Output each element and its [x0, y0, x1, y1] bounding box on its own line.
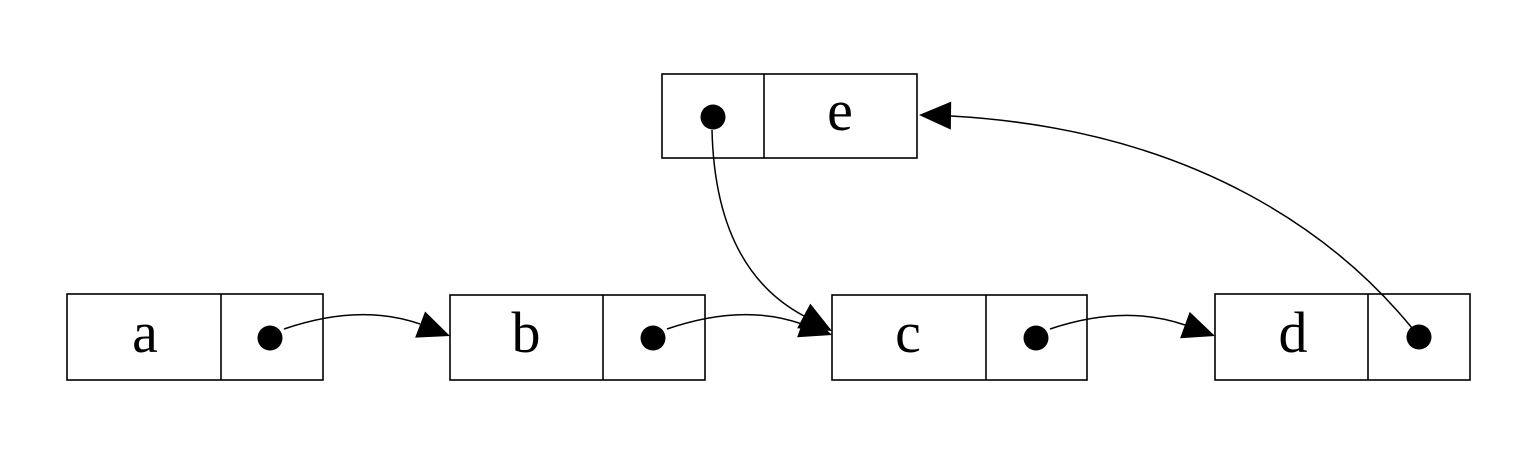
edge-d-to-e — [919, 101, 1413, 329]
node-e-box — [661, 73, 918, 159]
node-a-label: a — [132, 300, 158, 365]
node-c: c — [831, 294, 1088, 381]
edge-b-to-c-path — [666, 313, 803, 330]
node-d-label: d — [1279, 300, 1308, 365]
node-a: a — [66, 293, 324, 381]
node-c-pointer-dot — [1023, 325, 1049, 351]
node-a-box — [66, 293, 324, 381]
edge-d-to-e-path — [950, 115, 1413, 329]
node-d-pointer-dot — [1406, 324, 1432, 350]
edge-a-to-b-path — [283, 313, 421, 330]
edge-c-to-d — [1049, 311, 1215, 339]
node-b-pointer-dot — [640, 325, 666, 351]
edge-e-to-c — [711, 129, 832, 331]
node-e-label: e — [827, 78, 853, 143]
node-b-box — [449, 294, 706, 381]
node-e-pointer-dot — [700, 104, 726, 130]
edge-c-to-d-arrowhead — [1180, 311, 1215, 339]
node-b: b — [449, 294, 706, 381]
edge-d-to-e-arrowhead — [919, 101, 952, 130]
edge-c-to-d-path — [1049, 314, 1186, 330]
edge-a-to-b — [283, 311, 450, 338]
node-b-label: b — [512, 300, 541, 365]
edge-e-to-c-arrowhead — [797, 303, 832, 331]
node-a-pointer-dot — [257, 325, 283, 351]
edge-a-to-b-arrowhead — [415, 311, 450, 338]
node-e: e — [661, 73, 918, 159]
node-d-box — [1214, 293, 1471, 381]
edge-e-to-c-path — [711, 129, 805, 317]
node-c-label: c — [895, 300, 921, 365]
node-c-box — [831, 294, 1088, 381]
node-d: d — [1214, 293, 1471, 381]
